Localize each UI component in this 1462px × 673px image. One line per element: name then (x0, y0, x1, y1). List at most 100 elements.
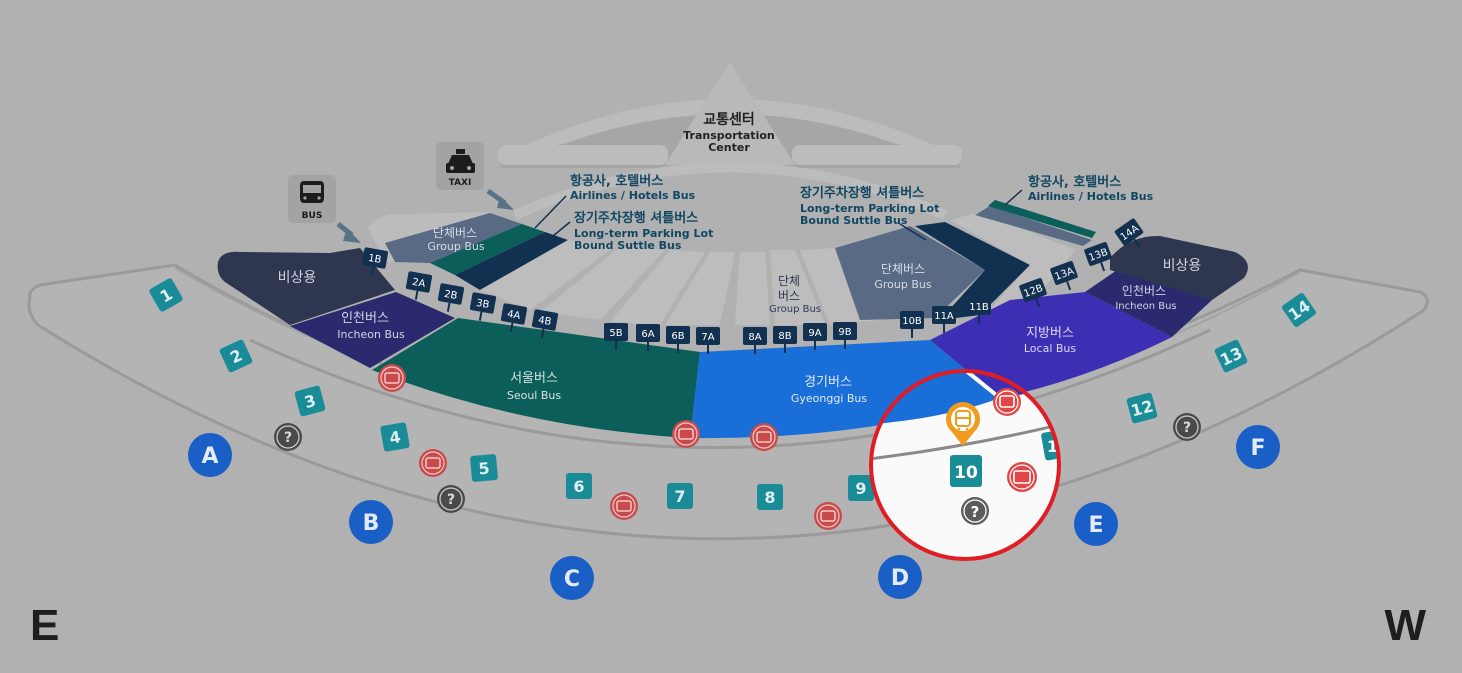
gate-2[interactable]: 2 (219, 339, 254, 374)
lane-gray-3 (610, 250, 705, 325)
arrow-taxi-to-lane (486, 188, 514, 210)
callout-parking-right-en-2: Bound Suttle Bus (800, 214, 908, 227)
highlight-ring (869, 369, 1061, 561)
bus-stop-2b[interactable]: 2B (436, 283, 465, 314)
bus-stop-5b[interactable]: 5B (604, 323, 628, 350)
bus-stop-4a[interactable]: 4A (499, 303, 528, 334)
bus-stop-label: 9B (838, 327, 851, 338)
zone-group-right-en: Group Bus (874, 278, 932, 291)
gate-10-highlighted[interactable]: 10 (950, 455, 982, 487)
zone-letter-a[interactable]: A (188, 433, 232, 477)
zone-letter-b[interactable]: B (349, 500, 393, 544)
taxi-sign: TAXI (436, 142, 484, 190)
gate-8[interactable]: 8 (757, 484, 783, 510)
ticket-machine-icon[interactable] (750, 423, 778, 451)
ticket-machine-icon[interactable] (419, 449, 447, 477)
zone-incheon-left-en: Incheon Bus (337, 328, 405, 341)
bus-stop-13a[interactable]: 13A (1050, 260, 1082, 294)
info-icon[interactable]: ? (274, 423, 302, 451)
bus-stop-label: 7A (701, 332, 714, 343)
zone-letter-c[interactable]: C (550, 556, 594, 600)
callout-parking-left-en-2: Bound Suttle Bus (574, 239, 682, 252)
lane-group-left-fill (385, 213, 522, 263)
lane-group-center (770, 250, 825, 325)
bus-stop-8b[interactable]: 8B (773, 326, 797, 353)
bus-stop-9a[interactable]: 9A (803, 323, 827, 350)
bus-stop-14a[interactable]: 14A (1114, 218, 1149, 254)
gate-5[interactable]: 5 (470, 454, 498, 482)
callout-airlines-right-en: Airlines / Hotels Bus (1028, 190, 1154, 203)
callout-parking-left-en-1: Long-term Parking Lot (574, 227, 713, 240)
zone-emergency-left (217, 248, 395, 325)
lane-gray-7 (950, 212, 1075, 315)
zone-group-left-ko: 단체버스 (433, 226, 477, 240)
gate-label: 6 (573, 477, 584, 496)
gate-9[interactable]: 9 (848, 475, 874, 501)
ticket-machine-icon[interactable] (814, 502, 842, 530)
gate-12[interactable]: 12 (1126, 392, 1158, 424)
ticket-machine-magnified-top[interactable] (993, 388, 1021, 416)
zone-local-en: Local Bus (1024, 342, 1077, 355)
bus-stop-label: 4B (537, 315, 552, 328)
bus-stop-6a[interactable]: 6A (636, 324, 660, 351)
bus-stop-2a[interactable]: 2A (404, 271, 433, 302)
bus-stop-7a[interactable]: 7A (696, 327, 720, 354)
bus-stop-1b[interactable]: 1B (360, 247, 389, 278)
bus-stop-9b[interactable]: 9B (833, 322, 857, 349)
zone-letter-label: A (201, 444, 218, 469)
zone-incheon-right-ko: 인천버스 (1122, 283, 1166, 298)
zone-local (930, 292, 1172, 398)
ticket-machine-icon[interactable] (378, 364, 406, 392)
gate-1[interactable]: 1 (148, 277, 184, 313)
bus-stop-11b[interactable]: 11B (967, 297, 991, 324)
bus-label: BUS (302, 211, 323, 221)
lane-airlines-right-2 (988, 200, 1096, 238)
zone-letter-f[interactable]: F (1236, 425, 1280, 469)
bus-icon (300, 181, 324, 203)
bus-stop-3b[interactable]: 3B (468, 292, 497, 323)
gate-4[interactable]: 4 (380, 422, 410, 452)
gate-6[interactable]: 6 (566, 473, 592, 499)
bus-stop-12b[interactable]: 12B (1019, 277, 1051, 311)
zone-letter-d[interactable]: D (878, 555, 922, 599)
info-icon[interactable]: ? (437, 485, 465, 513)
bus-stop-6b[interactable]: 6B (666, 326, 690, 353)
bus-stop-4b[interactable]: 4B (530, 309, 559, 340)
taxi-label: TAXI (449, 178, 472, 188)
lane-gray-5 (735, 252, 770, 325)
lane-airlines-left (430, 224, 545, 275)
ticket-machine-icon[interactable] (672, 420, 700, 448)
info-magnified[interactable]: ? (961, 497, 989, 525)
zone-letter-e[interactable]: E (1074, 502, 1118, 546)
gate-3[interactable]: 3 (294, 385, 326, 417)
zone-emergency-right (1110, 235, 1248, 300)
arrow-bus-to-lane (336, 222, 361, 243)
lane-gray-2 (540, 247, 665, 320)
ticket-machine-icon[interactable] (610, 492, 638, 520)
bus-stop-label: 6A (641, 329, 654, 340)
curb-line (249, 328, 1211, 450)
bus-stop-10b[interactable]: 10B (900, 311, 924, 338)
svg-text:?: ? (447, 492, 455, 508)
zone-group-right-ko: 단체버스 (881, 262, 925, 276)
gate-7[interactable]: 7 (667, 483, 693, 509)
ticket-machines (378, 364, 842, 530)
ticket-machine-magnified[interactable] (1007, 462, 1037, 492)
zone-group-center-ko-1: 단체 (778, 274, 800, 288)
lane-airlines-right-1 (975, 206, 1092, 246)
gate-label: 7 (674, 487, 685, 506)
bus-stop-label: 2A (411, 277, 426, 290)
callout-airlines-right-ko: 항공사, 호텔버스 (1028, 174, 1121, 190)
gate-10-label: 10 (954, 463, 978, 483)
gate-13[interactable]: 13 (1214, 339, 1249, 374)
zone-letter-label: F (1250, 436, 1265, 461)
bus-stop-8a[interactable]: 8A (743, 327, 767, 354)
bus-stop-label: 8A (748, 332, 761, 343)
info-icon[interactable]: ? (1173, 413, 1201, 441)
gate-label: 4 (388, 427, 402, 448)
callout-parking-right-ko: 장기주차장행 셔틀버스 (800, 185, 924, 201)
bus-stop-13b[interactable]: 13B (1084, 241, 1116, 275)
bus-stop-11a[interactable]: 11A (932, 306, 956, 333)
zone-incheon-left (290, 292, 455, 368)
transport-center-ko: 교통센터 (703, 112, 755, 128)
